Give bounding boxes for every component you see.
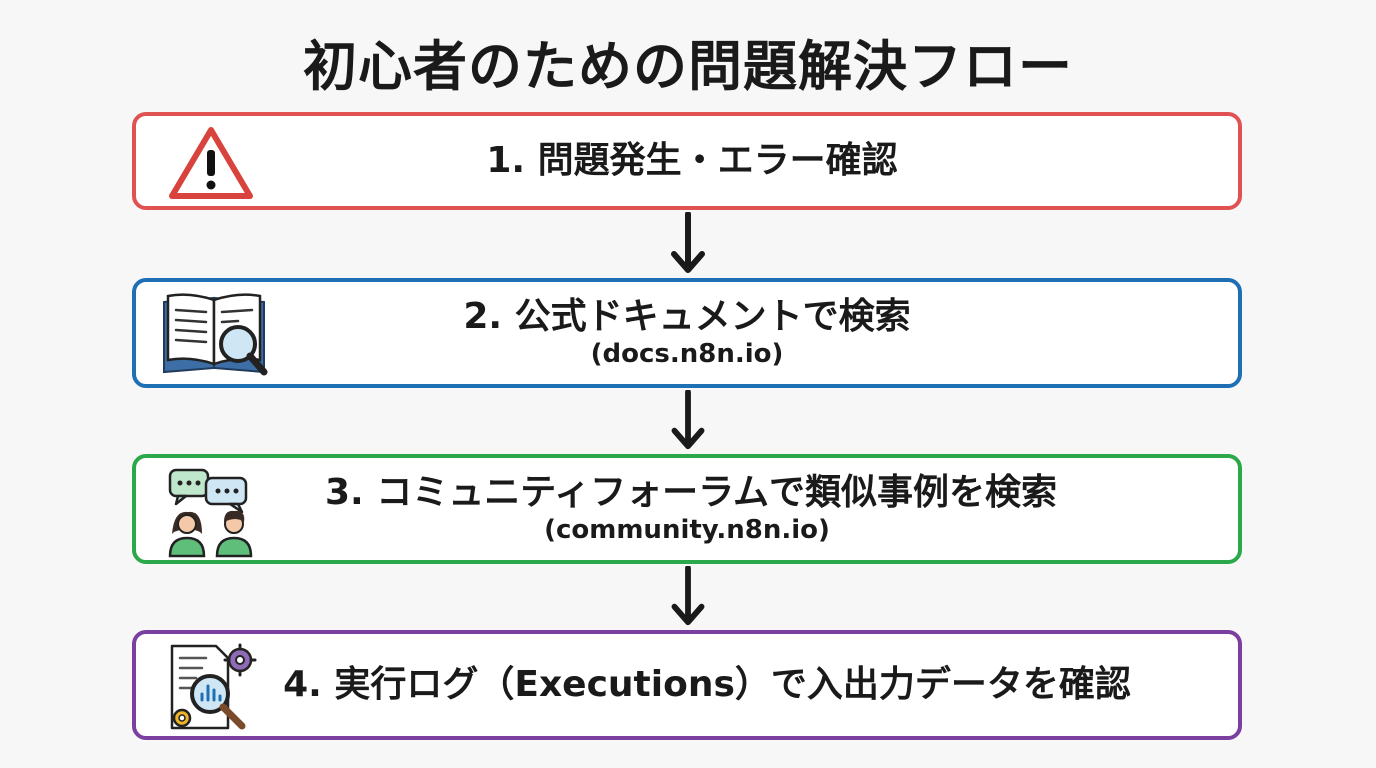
step-4-label: 4. 実行ログ（Executions）で入出力データを確認	[283, 664, 1131, 706]
community-chat-icon	[166, 466, 258, 562]
arrow-down-icon	[671, 390, 705, 450]
step-3-label: 3. コミュニティフォーラムで類似事例を検索	[324, 471, 1058, 513]
step-1-box: 1. 問題発生・エラー確認	[132, 112, 1242, 210]
warning-icon	[166, 124, 256, 206]
log-analysis-icon	[166, 642, 258, 738]
arrow-down-icon	[671, 566, 705, 626]
step-3-url: (community.n8n.io)	[544, 515, 830, 546]
step-1-label: 1. 問題発生・エラー確認	[486, 140, 898, 182]
step-2-label: 2. 公式ドキュメントで検索	[463, 295, 911, 337]
step-2-url: (docs.n8n.io)	[590, 339, 784, 370]
step-2-box: 2. 公式ドキュメントで検索 (docs.n8n.io)	[132, 278, 1242, 388]
step-3-box: 3. コミュニティフォーラムで類似事例を検索 (community.n8n.io…	[132, 454, 1242, 564]
step-4-box: 4. 実行ログ（Executions）で入出力データを確認	[132, 630, 1242, 740]
book-search-icon	[158, 288, 274, 384]
arrow-down-icon	[671, 212, 705, 273]
page-title: 初心者のための問題解決フロー	[303, 35, 1073, 98]
